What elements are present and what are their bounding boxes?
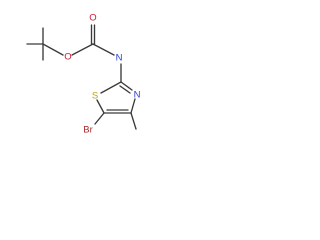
thiazole-nitrogen-label: N <box>134 90 141 101</box>
bond-ring-n-c2-double-b <box>119 85 131 94</box>
ester-oxygen-label: O <box>64 52 71 63</box>
bond-ester-o-to-carbonyl-c <box>71 43 94 56</box>
bond-s-to-c5 <box>96 99 105 114</box>
amide-nitrogen-label: N <box>116 53 123 64</box>
carbamate-group <box>71 24 122 83</box>
bond-c4-to-ring-n <box>130 98 136 114</box>
carbonyl-oxygen-label: O <box>89 13 96 24</box>
bond-c4-to-methyl <box>130 112 137 130</box>
tert-butyl-group <box>26 27 64 61</box>
bond-ring-n-c2-double-a <box>120 81 133 91</box>
bond-c5-to-br <box>94 112 105 125</box>
molecule-structure-diagram: O O N S N Br <box>26 13 141 136</box>
bromine-label: Br <box>83 125 93 136</box>
thiazole-ring <box>94 81 137 130</box>
bond-tbu-to-ester-o <box>42 43 64 56</box>
thiazole-sulfur-label: S <box>92 91 98 102</box>
bond-c2-to-s <box>100 81 122 94</box>
bond-carbonyl-c-to-nh <box>92 43 115 56</box>
